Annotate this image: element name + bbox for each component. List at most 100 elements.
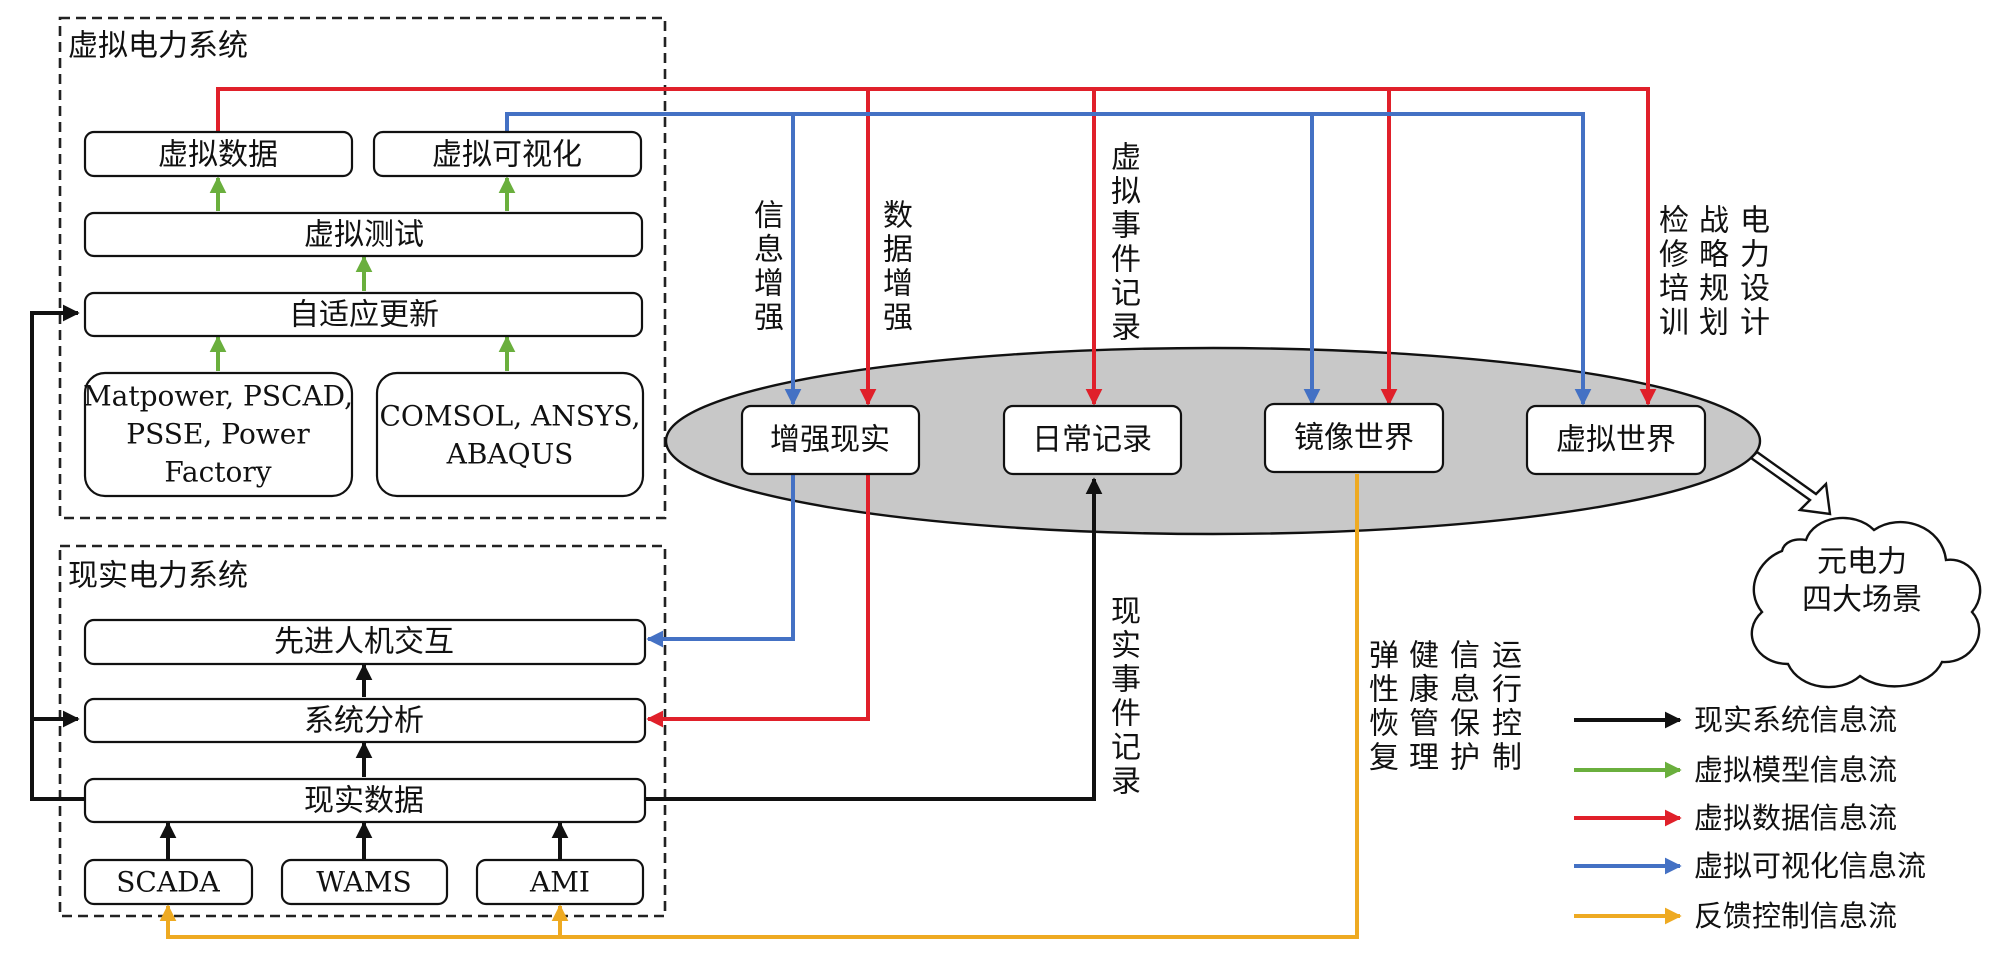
legend-label-vvisual: 虚拟可视化信息流 [1694, 849, 1926, 883]
scene-ar-label: 增强现实 [770, 423, 890, 458]
vertical-char: 强 [754, 301, 784, 336]
vertical-char: 数 [883, 199, 913, 234]
vertical-char: 事 [1111, 209, 1141, 244]
vertical-char: 培 [1659, 272, 1689, 307]
vertical-char: 恢 [1369, 707, 1399, 742]
vertical-char: 划 [1699, 306, 1729, 341]
red-top-bus [216, 87, 1657, 406]
vertical-char: 管 [1409, 707, 1439, 742]
adaptive-update-label: 自适应更新 [289, 298, 439, 333]
virtual-visual-box [372, 130, 643, 178]
blue-top-bus [505, 112, 1592, 406]
vertical-char: 性 [1369, 673, 1399, 708]
virtual-test-label: 虚拟测试 [304, 218, 424, 253]
vertical-char: 运 [1492, 639, 1522, 674]
orange-feedback [159, 474, 1359, 939]
cloud-shape [1750, 516, 1982, 689]
vertical-char: 控 [1492, 707, 1522, 742]
hollow-arrow [1749, 450, 1832, 516]
vertical-char: 战 [1699, 204, 1729, 239]
legend-label-vdata: 虚拟数据信息流 [1694, 801, 1897, 835]
vertical-char: 记 [1111, 731, 1141, 766]
vertical-char: 制 [1492, 741, 1522, 776]
tools1-line1: Matpower, PSCAD, [83, 380, 353, 413]
vertical-char: 现 [1111, 595, 1141, 630]
cloud-line1: 元电力 [1817, 545, 1907, 580]
analysis-label: 系统分析 [304, 704, 424, 739]
vertical-char: 录 [1111, 311, 1141, 346]
virtual-system-title: 虚拟电力系统 [68, 29, 248, 64]
ami-label: AMI [529, 866, 590, 899]
legend-label-model: 虚拟模型信息流 [1694, 753, 1897, 787]
wams-label: WAMS [316, 866, 411, 899]
scada-label: SCADA [116, 866, 220, 899]
legend-label-feedback: 反馈控制信息流 [1694, 899, 1897, 933]
virtual-visual-label: 虚拟可视化 [432, 138, 582, 173]
vertical-char: 实 [1111, 629, 1141, 664]
real-data-box [83, 777, 647, 824]
tools2-line1: COMSOL, ANSYS, [379, 400, 640, 433]
vertical-char: 力 [1740, 238, 1770, 273]
scene-virtual-world-label: 虚拟世界 [1556, 423, 1676, 458]
ami-box [475, 858, 645, 906]
vertical-char: 规 [1699, 272, 1729, 307]
vertical-char: 理 [1409, 741, 1439, 776]
real-system-title: 现实电力系统 [68, 559, 248, 594]
scada-box [83, 858, 254, 906]
virtual-system-frame [58, 16, 667, 520]
vertical-char: 训 [1659, 306, 1689, 341]
vertical-char: 增 [754, 267, 784, 302]
tools1-line3: Factory [164, 456, 271, 489]
vertical-char: 虚 [1111, 141, 1141, 176]
legend: 现实系统信息流 虚拟模型信息流 虚拟数据信息流 虚拟可视化信息流 反馈控制信息流 [1574, 703, 1926, 933]
virtual-data-label: 虚拟数据 [158, 138, 278, 173]
black-realdata-to-daily [643, 477, 1103, 801]
legend-label-real: 现实系统信息流 [1694, 703, 1897, 737]
real-data-label: 现实数据 [304, 784, 424, 819]
scene-daily-label: 日常记录 [1032, 423, 1152, 458]
scene-virtual-world-box [1525, 404, 1707, 476]
vertical-char: 修 [1659, 238, 1689, 273]
vertical-char: 件 [1111, 697, 1141, 732]
wams-box [280, 858, 449, 906]
vertical-char: 康 [1409, 673, 1439, 708]
real-system-frame [58, 544, 667, 918]
hmi-label: 先进人机交互 [274, 625, 454, 660]
vertical-char: 设 [1740, 272, 1770, 307]
adaptive-update-box [83, 291, 644, 338]
vertical-char: 健 [1409, 639, 1439, 674]
tools2-line2: ABAQUS [446, 438, 574, 471]
scene-daily-box [1002, 404, 1183, 476]
vertical-char: 弹 [1369, 639, 1399, 674]
tools2-box [375, 371, 645, 498]
vertical-char: 拟 [1111, 175, 1141, 210]
red-ar-to-analysis [646, 474, 870, 728]
vertical-char: 增 [883, 267, 913, 302]
vertical-char: 据 [883, 233, 913, 268]
scene-mirror-box [1263, 402, 1445, 474]
scenes-ellipse [664, 346, 1762, 536]
cloud-line2: 四大场景 [1802, 583, 1922, 618]
vertical-char: 保 [1450, 707, 1480, 742]
vertical-char: 检 [1659, 204, 1689, 239]
vertical-char: 行 [1492, 673, 1522, 708]
analysis-box [83, 697, 647, 744]
vertical-char: 电 [1740, 204, 1770, 239]
vertical-char: 护 [1450, 741, 1480, 776]
vertical-char: 略 [1699, 238, 1729, 273]
scene-mirror-label: 镜像世界 [1294, 421, 1414, 456]
hmi-box [83, 618, 647, 666]
blue-ar-to-hmi [646, 474, 795, 648]
vertical-char: 信 [1450, 639, 1480, 674]
vertical-char: 息 [754, 233, 784, 268]
vertical-char: 计 [1740, 306, 1770, 341]
virtual-test-box [83, 211, 644, 258]
vertical-char: 强 [883, 301, 913, 336]
